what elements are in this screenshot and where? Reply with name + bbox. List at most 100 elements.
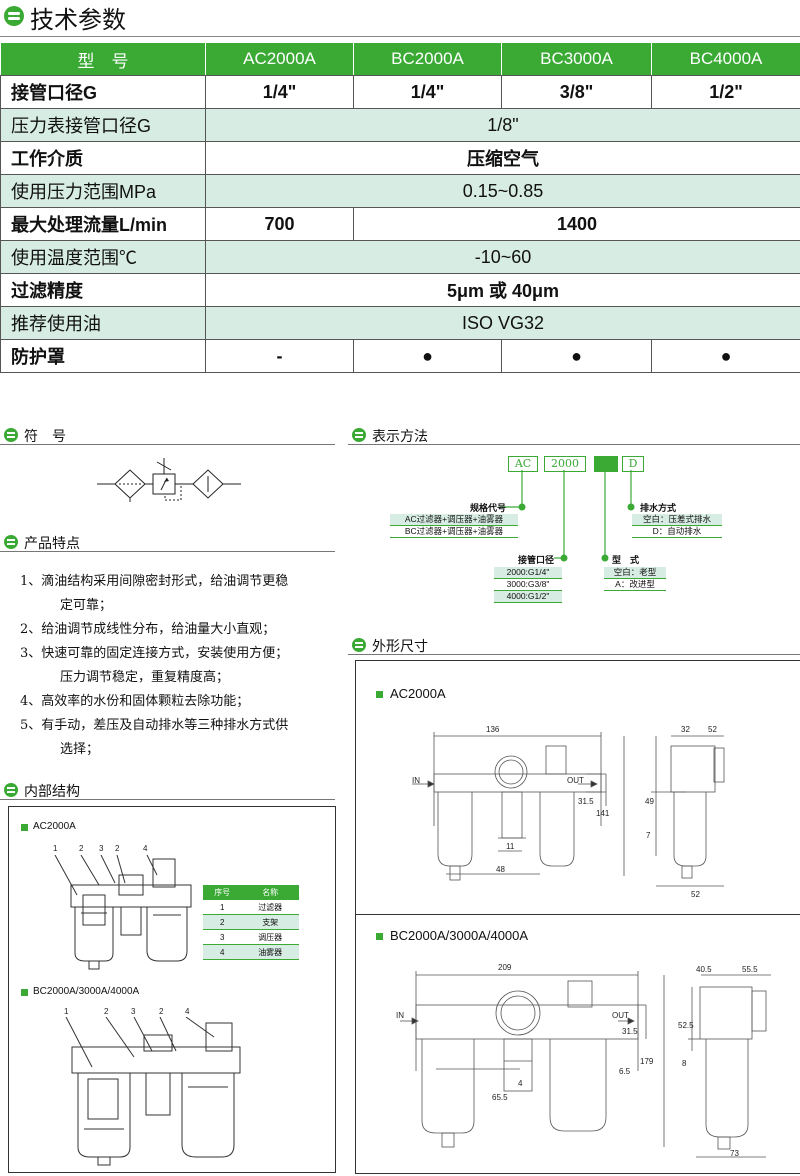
bc-side-dim-55-5: 55.5 xyxy=(742,965,758,974)
bc-side-dim-73: 73 xyxy=(730,1149,739,1158)
spec-row-medium: 工作介质 压缩空气 xyxy=(0,141,800,175)
bc-side-dim-40-5: 40.5 xyxy=(696,965,712,974)
bc-side-dim-8: 8 xyxy=(682,1059,687,1068)
type-title: 型 式 xyxy=(612,555,640,565)
cell: 0.15~0.85 xyxy=(205,174,800,208)
feature-item: 3、快速可靠的固定连接方式，安装使用方便； xyxy=(20,646,289,661)
ac-out-label: OUT xyxy=(567,776,584,785)
feature-list: 1、滴油结构采用间隙密封形式，给油调节更稳 定可靠； 2、给油调节成线性分布，给… xyxy=(20,570,288,762)
part-no: 2 xyxy=(203,914,242,930)
spec-row-temperature: 使用温度范围℃ -10~60 xyxy=(0,240,800,274)
bc-dim-6-5: 6.5 xyxy=(619,1067,631,1076)
row-label: 使用温度范围℃ xyxy=(0,240,206,274)
feature-item: 4、高效率的水份和固体颗粒去除功能； xyxy=(20,694,250,709)
section-divider xyxy=(348,654,800,655)
drain-title: 排水方式 xyxy=(640,503,677,513)
section-title-internal: 内部结构 xyxy=(24,784,80,800)
cell: 1400 xyxy=(353,207,800,241)
callout-number: 4 xyxy=(185,1007,190,1016)
cell: 3/8" xyxy=(501,75,652,109)
type-row: 空白：老型 xyxy=(604,567,666,579)
callout-number: 2 xyxy=(159,1007,164,1016)
page-title: 技术参数 xyxy=(30,6,126,34)
ac-side-dim-32: 32 xyxy=(681,725,690,734)
cell: 1/4" xyxy=(205,75,354,109)
bc-dim-65-5: 65.5 xyxy=(492,1093,508,1102)
feature-item: 5、有手动，差压及自动排水等三种排水方式供 xyxy=(20,718,289,733)
part-no: 4 xyxy=(203,944,242,960)
cell: 700 xyxy=(205,207,354,241)
cell: 1/2" xyxy=(651,75,800,109)
cell: ● xyxy=(501,339,652,373)
ac-dim-141: 141 xyxy=(596,809,610,818)
ac-dim-11: 11 xyxy=(506,842,515,851)
section-title-features: 产品特点 xyxy=(24,536,80,552)
row-label: 接管口径G xyxy=(0,75,206,109)
header-bc2000a: BC2000A xyxy=(353,42,502,76)
code-drain: D xyxy=(622,456,644,472)
ac-dim-48: 48 xyxy=(496,865,505,874)
port-row: 4000:G1/2" xyxy=(494,591,562,603)
section-divider xyxy=(0,551,335,552)
spec-code-title: 规格代号 xyxy=(470,503,507,513)
section-title-notation: 表示方法 xyxy=(372,429,428,445)
cell: -10~60 xyxy=(205,240,800,274)
parts-header-name: 名称 xyxy=(241,885,299,900)
spec-header-row: 型 号 AC2000A BC2000A BC3000A BC4000A xyxy=(0,42,800,76)
part-name: 支架 xyxy=(241,914,299,930)
header-ac2000a: AC2000A xyxy=(205,42,354,76)
part-name: 过滤器 xyxy=(241,899,299,915)
section-divider xyxy=(0,799,335,800)
port-row: 2000:G1/4" xyxy=(494,567,562,579)
bc-dim-179: 179 xyxy=(640,1057,654,1066)
ac-side-dim-52-bottom: 52 xyxy=(691,890,700,899)
row-label: 推荐使用油 xyxy=(0,306,206,340)
row-label: 最大处理流量L/min xyxy=(0,207,206,241)
callout-number: 1 xyxy=(64,1007,69,1016)
cell: ● xyxy=(353,339,502,373)
bc-dim-31-5: 31.5 xyxy=(622,1027,638,1036)
spec-table: 型 号 AC2000A BC2000A BC3000A BC4000A 接管口径… xyxy=(0,42,800,373)
drain-row: 空白：压差式排水 xyxy=(632,514,722,526)
code-type xyxy=(594,456,618,472)
cell: 压缩空气 xyxy=(205,141,800,175)
callout-number: 2 xyxy=(104,1007,109,1016)
cell: 1/8" xyxy=(205,108,800,142)
ac-internal-drawing xyxy=(54,855,192,970)
legend-square xyxy=(376,933,383,940)
part-no: 3 xyxy=(203,929,242,945)
feature-item: 压力调节稳定，重复精度高； xyxy=(60,670,230,685)
row-label: 工作介质 xyxy=(0,141,206,175)
ac-dimension-drawing xyxy=(412,732,725,887)
parts-header: 序号 名称 xyxy=(203,885,299,900)
header-bc4000a: BC4000A xyxy=(651,42,800,76)
bc-internal-label: BC2000A/3000A/4000A xyxy=(33,986,140,997)
spec-row-oil: 推荐使用油 ISO VG32 xyxy=(0,306,800,340)
section-divider xyxy=(0,444,335,445)
dimensions-panel: AC2000A IN OUT 1 xyxy=(355,660,800,1174)
row-label: 防护罩 xyxy=(0,339,206,373)
section-icon xyxy=(4,783,18,797)
row-label: 使用压力范围MPa xyxy=(0,174,206,208)
callout-number: 2 xyxy=(79,844,84,853)
feature-item: 2、给油调节成线性分布，给油量大小直观； xyxy=(20,622,276,637)
spec-code-row: BC过滤器+调压器+油雾器 xyxy=(390,526,518,538)
port-row: 3000:G3/8" xyxy=(494,579,562,591)
spec-row-flow: 最大处理流量L/min 700 1400 xyxy=(0,207,800,241)
part-name: 油雾器 xyxy=(241,944,299,960)
ac-dim-31-5: 31.5 xyxy=(578,797,594,806)
section-icon xyxy=(352,428,366,442)
notation-leader-lines xyxy=(500,470,635,562)
port-title: 接管口径 xyxy=(518,555,555,565)
cell: 5μm 或 40μm xyxy=(205,273,800,307)
code-size: 2000 xyxy=(544,456,586,472)
section-divider xyxy=(348,444,800,445)
title-underline xyxy=(0,36,800,37)
legend-square xyxy=(376,691,383,698)
bc-dim-label: BC2000A/3000A/4000A xyxy=(390,928,529,943)
ac-dim-label: AC2000A xyxy=(390,686,446,701)
